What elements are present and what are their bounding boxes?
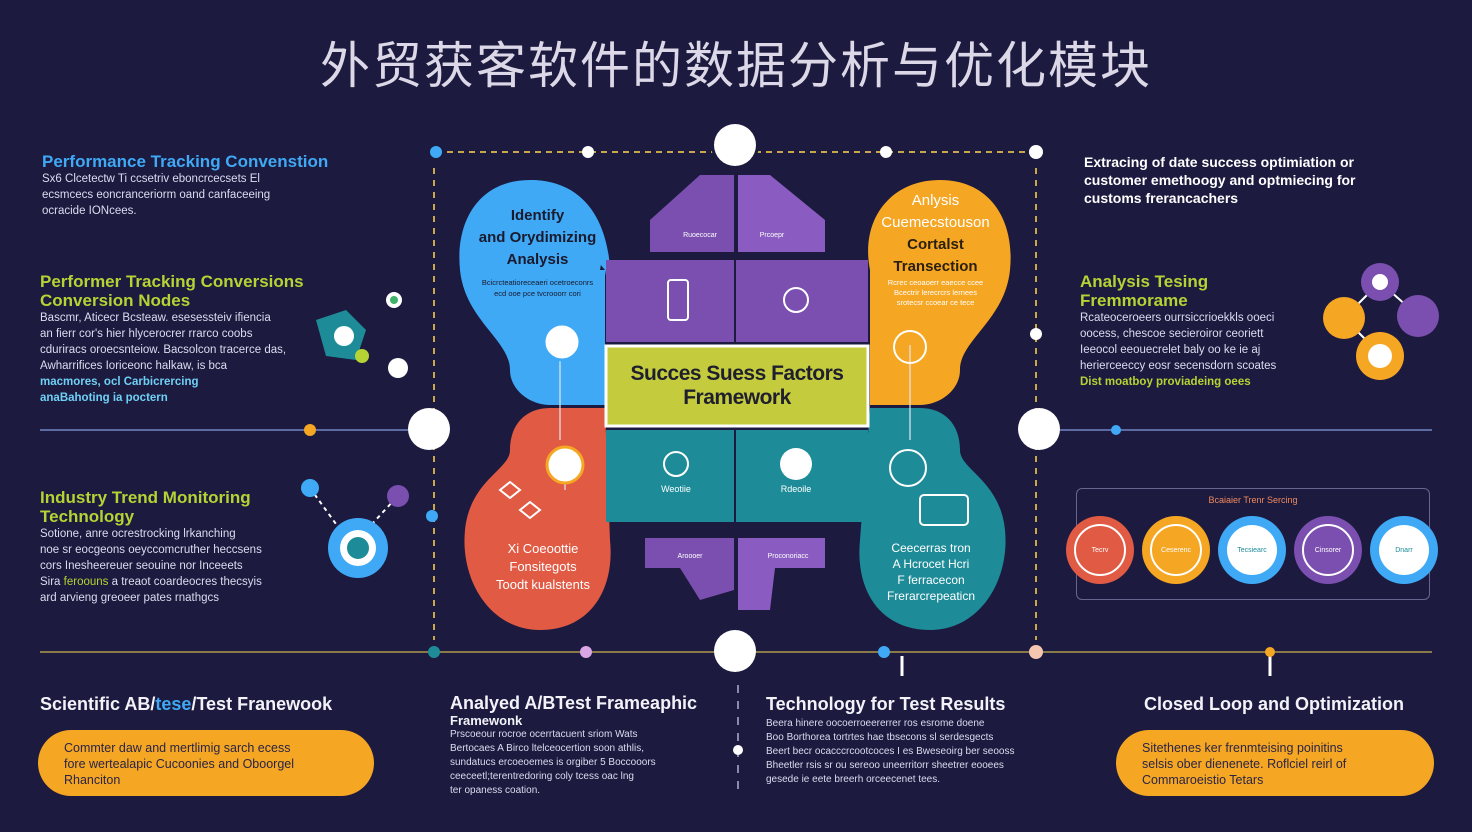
mini-chart-circle: Cinsorer [1294,516,1362,584]
node-dot [1029,645,1043,659]
node-dot [1265,647,1275,657]
bottom-block-4: Closed Loop and Optimization [1144,694,1404,714]
left-block-3: Industry Trend Monitoring Technology Sot… [40,488,262,604]
node-dot [428,646,440,658]
left-decor-icons [316,292,408,378]
hub-node-bottom [714,630,756,672]
mini-chart-title: Bcaiaier Trenr Sercing [1208,495,1298,505]
node-dot [1029,145,1043,159]
teal-quadrant [859,408,1006,630]
icon-node [545,445,585,485]
framework-label: Succes Suess Factors Framework [630,362,844,409]
mini-chart-circle: Tecsiearc [1218,516,1286,584]
page-title: 外贸获客软件的数据分析与优化模块 [320,37,1152,95]
teal-box-left [606,430,734,522]
teal-left-label: Weotiie [661,484,691,494]
hub-node-right [1018,408,1060,450]
orange-quadrant [868,180,1011,405]
mini-chart-circle: Tecrv [1066,516,1134,584]
icon-node [893,330,927,364]
quadrant-bottom-right-text: Ceecerras tron A Hcrocet Hcri F ferracec… [886,541,976,603]
bottom-pill-1: Commter daw and mertlimig sarch ecess fo… [38,730,374,796]
mini-chart-circles: Tecrv Ceserenc Tecsiearc Cinsorer Dnarr [1066,516,1438,596]
bottom-pill-4: Sitethenes ker frenmteising poinitins se… [1116,730,1434,796]
icon-node [889,449,927,487]
bottom-block-2: Analyed A/BTest Frameaphic Framewonk Prs… [450,693,698,797]
left-block-1-heading: Performance Tracking Convenstion [42,152,329,171]
quadrant-top-right-text: Anlysis Cuemecstouson Cortalst Transecti… [881,192,990,307]
quadrant-top-left-text: Identify and Orydimizing Analysis Bcicrc… [478,207,597,298]
purple-top-left [606,260,734,342]
hub-node-left [408,408,450,450]
node-dot [582,146,594,158]
purple-bottom-shape [645,538,734,600]
purple-top-left-label: Ruoecocar [683,232,717,239]
node-dot [880,146,892,158]
node-dot [1030,328,1042,340]
mini-chart-circle: Ceserenc [1142,516,1210,584]
purple-top-shape [650,175,734,252]
framework-box [604,344,870,428]
central-diagram [459,175,1011,630]
node-dot [1111,425,1121,435]
hub-node-top [714,124,756,166]
left-decor-icons-2 [301,479,409,578]
purple-top-right-label: Prcoepr [759,232,785,239]
quadrant-bottom-left-text: Xi Coeoottie Fonsitegots Toodt kualstent… [496,541,590,592]
bottom-block-1: Scientific AB/tese/Test Franewook [40,694,333,714]
node-dot [733,745,743,755]
red-quadrant [464,408,611,630]
left-block-2: Performer Tracking Conversions Conversio… [40,272,304,404]
node-dot [430,146,442,158]
teal-right-label: Rdeoile [780,484,812,494]
node-dot [878,646,890,658]
node-dot [426,510,438,522]
purple-top-right [736,260,868,342]
left-block-1: Performance Tracking Convenstion Sx6 Clc… [42,152,372,219]
right-block-1: Extracing of date success optimiation or… [1084,154,1356,206]
purple-bottom-right-label: Proconoriacc [767,553,809,560]
right-decor-cluster [1323,263,1439,380]
bottom-block-3: Technology for Test Results Beera hinere… [766,694,1015,785]
node-dot [580,646,592,658]
node-dot [304,424,316,436]
purple-bottom-left-label: Aroooer [677,553,703,560]
icon-node [542,322,582,362]
mini-chart-circle: Dnarr [1370,516,1438,584]
right-block-2: Analysis Tesing Fremmorame Rcateoceroeer… [1080,272,1277,388]
